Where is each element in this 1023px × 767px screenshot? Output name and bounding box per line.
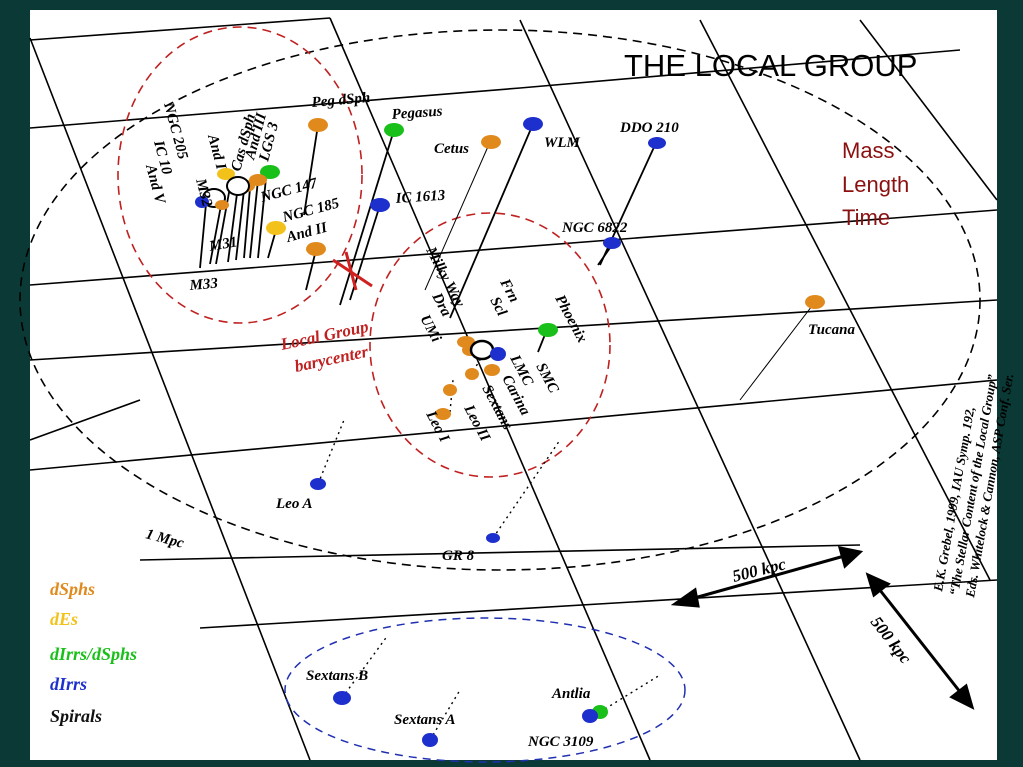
label-peg-dsph: Peg dSph (311, 90, 371, 111)
marker-sextans-a (422, 733, 438, 747)
label-sextans-b: Sextans B (306, 668, 368, 684)
annotation-length: Length (842, 172, 910, 197)
marker-carina (484, 364, 500, 376)
dotted-lines (317, 359, 661, 741)
marker-lgs3 (260, 165, 280, 179)
label-pegasus: Pegasus (391, 103, 443, 123)
label-ngc3109: NGC 3109 (527, 734, 594, 750)
label-ddo210: DDO 210 (619, 120, 679, 136)
marker-ngc3109 (582, 709, 598, 723)
marker-gr8 (486, 533, 500, 543)
label-m33: M33 (188, 276, 219, 295)
label-ngc185: NGC 185 (280, 195, 342, 226)
legend-dirrs-dsphs: dIrrs/dSphs (50, 644, 137, 664)
marker-leo-a (310, 478, 326, 490)
label-tucana: Tucana (808, 322, 855, 338)
scale-arrows (670, 546, 975, 710)
marker-pegasus (384, 123, 404, 137)
marker-sextans (465, 368, 479, 380)
marker-ic1613 (370, 198, 390, 212)
marker-ddo210 (648, 137, 666, 149)
citation: E.K. Grebel, 1999, IAU Symp. 192, “The S… (930, 372, 1016, 599)
grid-lines (29, 17, 998, 761)
marker-peg-dsph (308, 118, 328, 132)
marker-m32 (217, 168, 235, 180)
marker-cetus (481, 135, 501, 149)
label-m32: M32 (192, 176, 215, 209)
marker-tucana (805, 295, 825, 309)
scale-label-1mpc: 1 Mpc (144, 526, 186, 552)
legend-spirals: Spirals (50, 706, 102, 726)
marker-milky-way (469, 339, 495, 361)
label-cetus: Cetus (434, 141, 469, 157)
label-ic1613: IC 1613 (394, 188, 446, 208)
marker-m31-ring (226, 176, 250, 196)
diagram-panel (30, 10, 997, 760)
barycenter-marker (332, 251, 373, 291)
marker-phoenix (538, 323, 558, 337)
label-smc: SMC (532, 360, 561, 396)
label-gr8: GR 8 (442, 548, 475, 564)
barycenter-label: Local Group barycenter (278, 317, 370, 376)
milky-way-subgroup-circle (369, 212, 611, 478)
marker-wlm (523, 117, 543, 131)
label-sextans-a: Sextans A (394, 712, 456, 728)
marker-leo-ii (443, 384, 457, 396)
legend-des: dEs (50, 609, 78, 629)
label-ngc147: NGC 147 (258, 175, 320, 206)
legend-dsphs: dSphs (50, 579, 95, 599)
page-title: THE LOCAL GROUP (624, 48, 918, 83)
marker-ngc6822 (603, 237, 621, 249)
label-and-i: And I (204, 132, 229, 172)
m31-subgroup-circle (117, 26, 363, 324)
label-m31: M31 (207, 234, 239, 255)
label-phoenix: Phoenix (551, 292, 590, 346)
legend: dSphs dEs dIrrs/dSphs dIrrs Spirals (50, 579, 137, 726)
galaxy-markers (195, 117, 825, 747)
marker-and-ii (306, 242, 326, 256)
annotation-mass: Mass (842, 138, 895, 163)
marker-ngc185 (266, 221, 286, 235)
annotation-time: Time (842, 205, 891, 230)
label-antlia: Antlia (551, 686, 591, 702)
marker-lmc (490, 347, 506, 361)
label-ngc6822: NGC 6822 (561, 220, 628, 236)
legend-dirrs: dIrrs (50, 674, 87, 694)
label-wlm: WLM (544, 135, 581, 151)
marker-sextans-b (333, 691, 351, 705)
one-mpc-circle (19, 29, 981, 571)
ngc3109-group-circle (284, 617, 686, 763)
marker-ic10 (195, 196, 209, 208)
scale-label-vertical: 500 kpc (867, 613, 916, 668)
marker-leo-i (435, 408, 451, 420)
label-leo-a: Leo A (275, 496, 313, 512)
marker-and-v (215, 200, 229, 210)
